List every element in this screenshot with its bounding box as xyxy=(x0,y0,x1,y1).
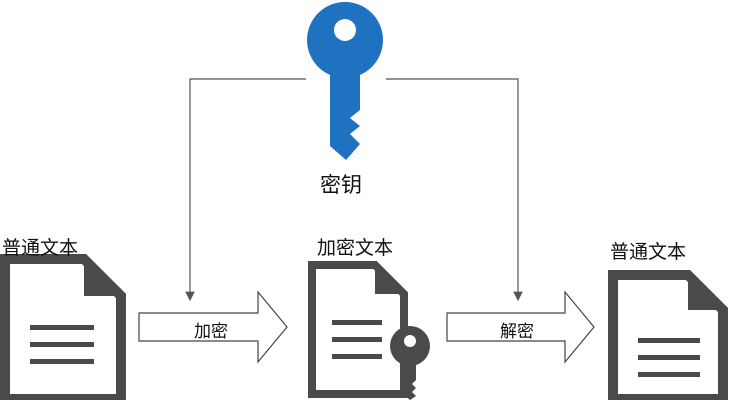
plaintext-right-label: 普通文本 xyxy=(610,241,687,263)
decrypt-arrow xyxy=(446,290,595,364)
plaintext-left-label: 普通文本 xyxy=(2,237,79,259)
encrypt-label: 加密 xyxy=(194,322,228,342)
plaintext-document-icon xyxy=(0,254,126,400)
small-key-icon xyxy=(390,326,430,400)
ciphertext-document-icon xyxy=(308,261,408,398)
key-icon xyxy=(307,2,383,160)
plaintext-result-document-icon xyxy=(608,270,728,400)
ciphertext-label: 加密文本 xyxy=(317,237,394,259)
encrypt-arrow xyxy=(138,290,288,364)
key-distribution-lines xyxy=(185,78,523,302)
key-to-decrypt-line xyxy=(386,78,523,302)
key-label: 密钥 xyxy=(320,173,362,197)
decrypt-label: 解密 xyxy=(500,322,534,342)
key-to-encrypt-line xyxy=(185,78,306,302)
